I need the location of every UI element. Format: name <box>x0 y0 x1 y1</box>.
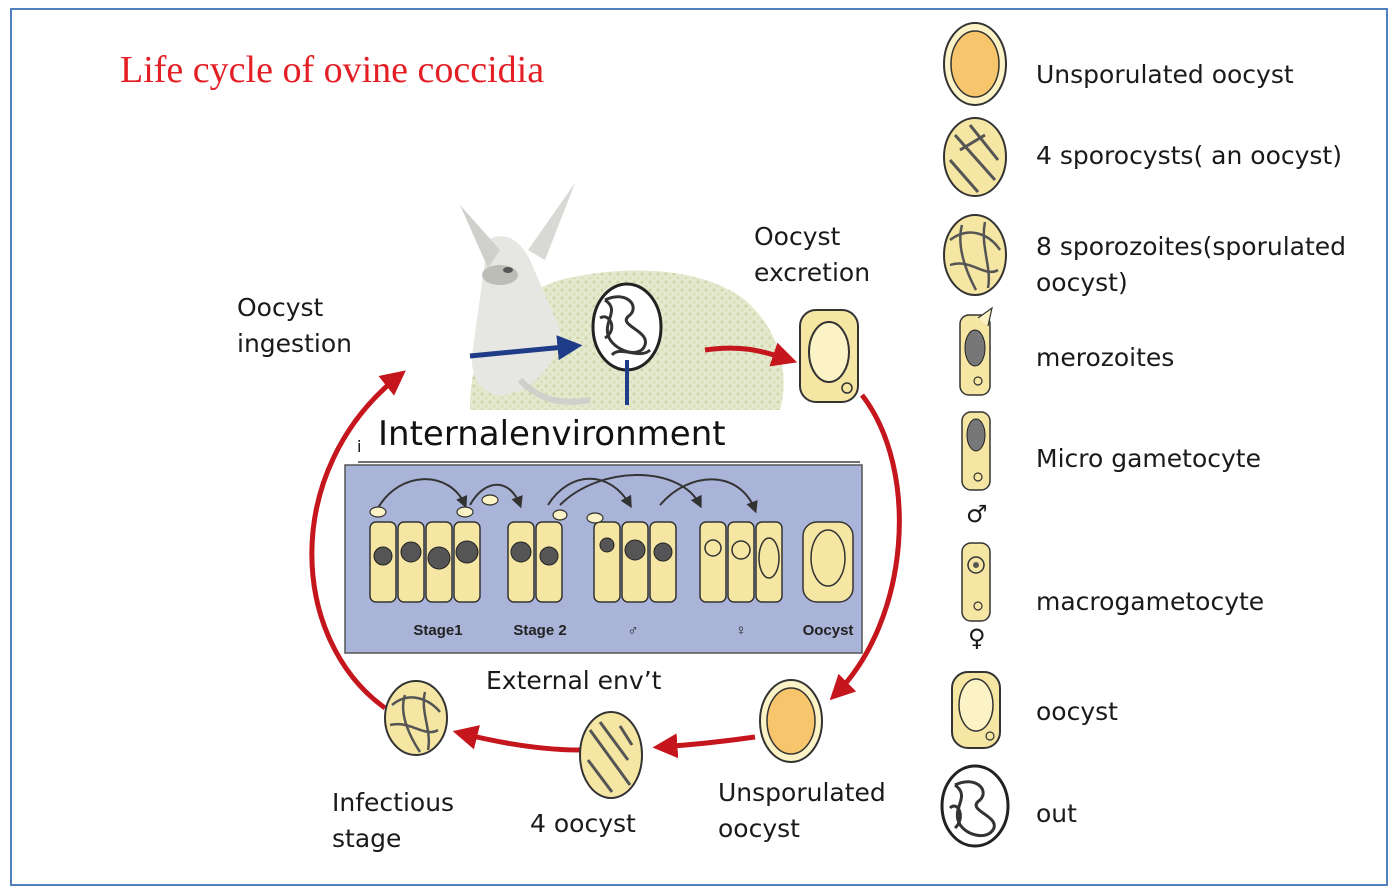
sporulation-arrow <box>660 737 755 747</box>
oocyst-ingestion-label: Oocystingestion <box>237 290 352 362</box>
legend-icon-4 <box>962 412 990 490</box>
excreted-oocyst-icon <box>800 310 858 402</box>
to-infectious-arrow <box>460 733 580 750</box>
infectious-stage-label: Infectiousstage <box>332 785 454 857</box>
unsporulated-oocyst-icon <box>760 680 822 762</box>
legend-icon-7 <box>942 766 1008 846</box>
legend-label-out: out <box>1036 796 1077 832</box>
ingested-oocyst-icon <box>593 284 661 370</box>
infectious-stage-icon <box>385 681 447 755</box>
stage-label: ♂ <box>627 622 638 639</box>
stage-label: Stage1 <box>413 622 462 639</box>
stage-label: Oocyst <box>803 622 854 639</box>
legend-label-oocyst: oocyst <box>1036 694 1118 730</box>
panel-marker: i <box>357 437 361 456</box>
female-symbol: ♀ <box>968 620 986 656</box>
external-environment-label: External env’t <box>486 663 661 699</box>
diagram-title: Life cycle of ovine coccidia <box>120 48 544 92</box>
stage-label: Stage 2 <box>513 622 566 639</box>
legend-label-micro-gametocyte: Micro gametocyte <box>1036 441 1261 477</box>
legend-label-unsporulated: Unsporulated oocyst <box>1036 57 1294 93</box>
legend-label-merozoites: merozoites <box>1036 340 1174 376</box>
four-sporocyst-oocyst-icon <box>580 712 642 798</box>
legend-icon-1 <box>944 118 1006 196</box>
legend-label-sporocysts: 4 sporocysts( an oocyst) <box>1036 138 1342 174</box>
internal-environment-label: Internalenvironment <box>378 414 726 454</box>
legend-icon-3 <box>960 308 992 395</box>
legend-icon-2 <box>944 215 1006 295</box>
unsporulated-oocyst-label: Unsporulatedoocyst <box>718 775 886 847</box>
legend-icons <box>942 23 1008 846</box>
legend-icon-6 <box>952 672 1000 748</box>
legend-icon-5 <box>962 543 990 621</box>
four-oocyst-label: 4 oocyst <box>530 806 636 842</box>
male-symbol: ♂ <box>966 496 988 532</box>
legend-label-macrogametocyte: macrogametocyte <box>1036 584 1264 620</box>
stage-label: ♀ <box>735 622 746 639</box>
legend-label-sporozoites: 8 sporozoites(sporulatedoocyst) <box>1036 229 1346 301</box>
legend-icon-0 <box>944 23 1006 105</box>
oocyst-excretion-label: Oocystexcretion <box>754 219 870 291</box>
